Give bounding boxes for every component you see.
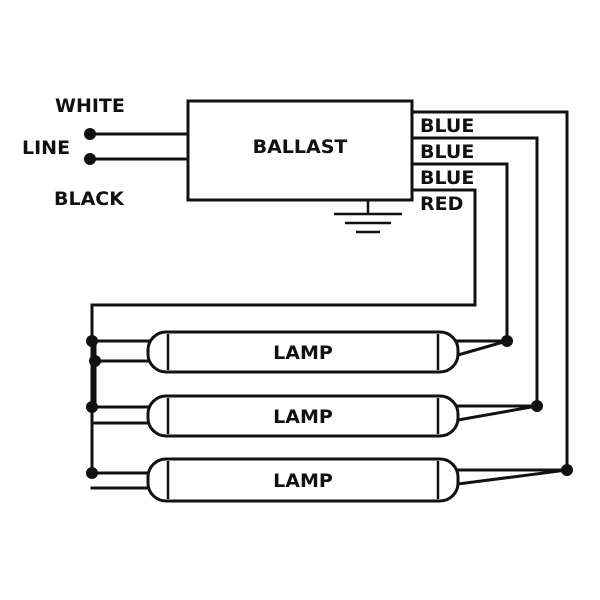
ground-icon bbox=[334, 200, 402, 234]
blue-wire-3 bbox=[410, 162, 509, 343]
junction-dot bbox=[531, 400, 543, 412]
black-label: BLACK bbox=[54, 188, 125, 210]
lamp1-right-lead bbox=[456, 339, 509, 357]
junction-dot bbox=[501, 335, 513, 347]
junction-dot bbox=[86, 401, 98, 413]
blue-wire-label-3: BLUE bbox=[420, 167, 474, 189]
blue-wire-label-2: BLUE bbox=[420, 141, 474, 163]
lamp-1-label: LAMP bbox=[273, 342, 333, 364]
red-wire-label: RED bbox=[420, 193, 463, 215]
line-label: LINE bbox=[22, 137, 70, 159]
junction-dot bbox=[561, 464, 573, 476]
black-terminal bbox=[84, 153, 96, 165]
lamp3-right-lead bbox=[456, 468, 569, 486]
junction-dot bbox=[89, 355, 101, 367]
white-label: WHITE bbox=[55, 95, 125, 117]
blue-wire-1 bbox=[410, 110, 569, 472]
lamp-3: LAMP bbox=[146, 457, 460, 503]
lamp-2-label: LAMP bbox=[273, 406, 333, 428]
white-terminal bbox=[84, 128, 96, 140]
junction-dot bbox=[86, 467, 98, 479]
blue-wire-label-1: BLUE bbox=[420, 115, 474, 137]
lamp2-right-lead bbox=[456, 404, 539, 422]
lamp-2: LAMP bbox=[146, 394, 460, 438]
ballast-label: BALLAST bbox=[253, 136, 348, 158]
lamp-1: LAMP bbox=[146, 330, 460, 374]
ballast-box bbox=[186, 99, 414, 202]
blue-wire-2 bbox=[410, 136, 539, 408]
junction-dot bbox=[86, 335, 98, 347]
lamp-3-label: LAMP bbox=[273, 470, 333, 492]
